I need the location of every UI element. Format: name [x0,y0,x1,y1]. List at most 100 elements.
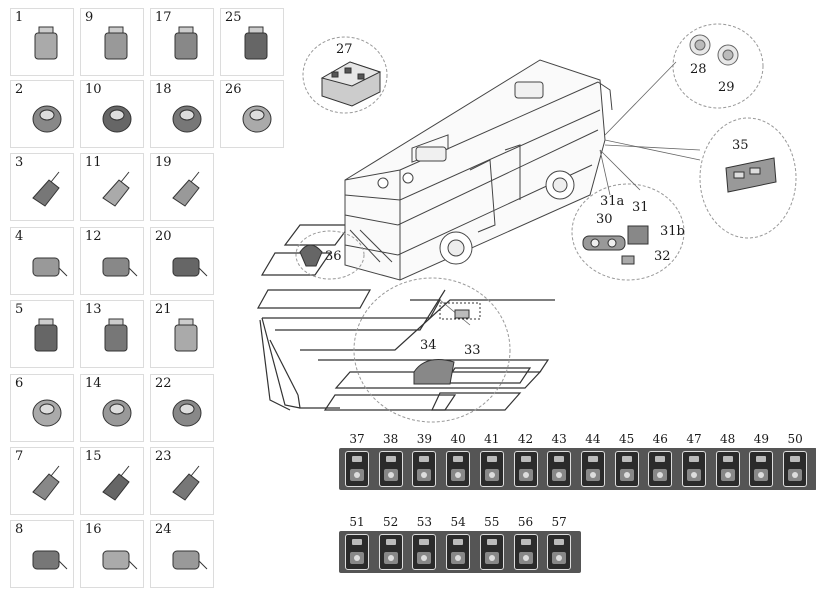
rocker-switch-57[interactable] [547,534,572,570]
part-illustration [172,550,208,570]
switch-number: 44 [585,432,601,446]
part-illustration [174,26,198,60]
switch-number: 45 [618,432,635,446]
switch-symbol-icon [383,456,398,481]
part-cell-5: 5 [10,300,74,368]
part-number: 15 [85,449,102,464]
part-number: 19 [155,155,172,170]
part-cell-19: 19 [150,153,214,221]
switch-number: 56 [517,515,534,529]
rocker-switch-52[interactable] [378,534,403,570]
part-cell-9: 9 [80,8,144,76]
part-cell-8: 8 [10,520,74,588]
part-cell-13: 13 [80,300,144,368]
part-number: 14 [85,376,102,391]
rocker-switch-54[interactable] [446,534,471,570]
part-number: 4 [15,229,24,244]
rocker-switch-38[interactable] [378,451,403,487]
part-illustration [34,26,58,60]
part-illustration [102,550,138,570]
rocker-switch-41[interactable] [479,451,504,487]
switch-number: 57 [551,515,567,529]
switch-symbol-icon [451,456,466,481]
part-illustration [34,318,58,352]
gauge-cluster-30-31-32 [582,225,649,265]
switch-symbol-icon [417,539,432,564]
part-number: 22 [155,376,172,391]
part-illustration [102,465,130,501]
part-illustration [104,26,128,60]
control-panel-35 [725,157,777,193]
switch-symbol-icon [619,456,634,481]
part-number: 1 [15,10,24,25]
part-illustration [32,399,62,427]
relay-box-27 [320,61,382,107]
part-illustration [172,465,200,501]
part-number: 12 [85,229,102,244]
part-number: 8 [15,522,24,537]
callout-32: 32 [654,249,671,264]
rocker-switch-43[interactable] [547,451,572,487]
rocker-switch-51[interactable] [345,534,369,570]
horn-36 [299,244,323,267]
rocker-switch-39[interactable] [412,451,437,487]
switch-number: 54 [450,515,466,529]
part-cell-20: 20 [150,227,214,295]
part-illustration [104,318,128,352]
switch-number: 40 [450,432,466,446]
part-cell-24: 24 [150,520,214,588]
part-cell-6: 6 [10,374,74,442]
switch-number: 39 [416,432,433,446]
part-cell-18: 18 [150,80,214,148]
switch-symbol-icon [788,456,803,481]
part-number: 3 [15,155,24,170]
part-cell-2: 2 [10,80,74,148]
rocker-switch-48[interactable] [715,451,740,487]
part-cell-23: 23 [150,447,214,515]
part-number: 16 [85,522,102,537]
part-cell-17: 17 [150,8,214,76]
part-cell-16: 16 [80,520,144,588]
switch-symbol-icon [518,456,533,481]
rocker-switch-56[interactable] [513,534,538,570]
rocker-switch-44[interactable] [580,451,605,487]
part-cell-26: 26 [220,80,284,148]
part-illustration [32,550,68,570]
switch-number: 53 [416,515,433,529]
switch-number: 42 [517,432,534,446]
switch-symbol-icon [484,456,499,481]
part-illustration [32,105,62,133]
rocker-switch-40[interactable] [446,451,471,487]
part-illustration [102,105,132,133]
rocker-switch-55[interactable] [479,534,504,570]
rocker-switch-45[interactable] [614,451,639,487]
part-cell-15: 15 [80,447,144,515]
callout-29: 29 [718,80,735,95]
callout-36: 36 [325,249,342,264]
part-number: 21 [155,302,172,317]
switch-symbol-icon [383,539,398,564]
rocker-switch-53[interactable] [412,534,437,570]
callout-31b: 31b [660,224,685,239]
switch-number: 55 [484,515,500,529]
switch-number: 46 [652,432,668,446]
part-cell-11: 11 [80,153,144,221]
switch-number: 49 [753,432,770,446]
rocker-switch-47[interactable] [682,451,706,487]
part-cell-25: 25 [220,8,284,76]
rocker-switch-46[interactable] [648,451,673,487]
rocker-switch-50[interactable] [783,451,808,487]
part-illustration [244,26,268,60]
rocker-switch-37[interactable] [345,451,369,487]
rocker-switch-49[interactable] [749,451,774,487]
switch-symbol-icon [451,539,466,564]
switch-symbol-icon [687,456,701,481]
rocker-switch-42[interactable] [513,451,538,487]
switch-symbol-icon [754,456,769,481]
part-number: 20 [155,229,172,244]
part-illustration [32,257,68,277]
part-number: 9 [85,10,94,25]
part-number: 10 [85,82,102,97]
switch-symbol-icon [653,456,668,481]
